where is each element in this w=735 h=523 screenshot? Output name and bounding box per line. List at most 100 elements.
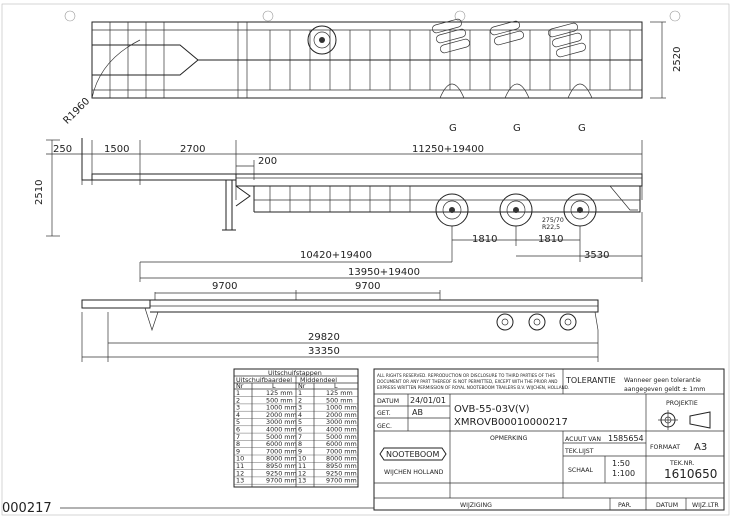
tolerantie-label: TOLERANTIE	[565, 376, 616, 385]
datum2-label: DATUM	[656, 502, 678, 509]
table-sub-nr-right: Nr	[298, 382, 306, 390]
rights-line-3: EXPRESS WRITTEN PERMISSION OF ROYAL NOOT…	[377, 385, 569, 390]
table-col-left: Uitschuifbaardeel	[236, 376, 292, 384]
table-cell: 125 mm	[326, 389, 353, 397]
dim-10420: 10420+19400	[300, 250, 372, 261]
table-cell: 11	[298, 462, 306, 470]
table-cell: 9	[236, 447, 240, 455]
rights-line-1: ALL RIGHTS RESERVED. REPRODUCTION OR DIS…	[377, 373, 555, 378]
dim-3530: 3530	[584, 250, 609, 261]
table-cell: 1000 mm	[326, 404, 357, 412]
table-col-right: Middendeel	[300, 376, 337, 384]
table-cell: 3	[298, 404, 302, 412]
title-block	[373, 368, 725, 511]
table-cell: 2000 mm	[266, 411, 297, 419]
schaal-label: SCHAAL	[568, 467, 594, 474]
ext-dim-29820: 29820	[308, 332, 340, 343]
table-cell: 1000 mm	[266, 404, 297, 412]
gec-label: GEC.	[377, 423, 392, 430]
footer-code: 000217	[2, 501, 52, 516]
axle-label-2: G	[513, 123, 521, 134]
table-cell: 7000 mm	[326, 447, 357, 455]
table-cell: 8	[298, 440, 302, 448]
table-cell: 2	[298, 396, 302, 404]
table-cell: 4000 mm	[326, 426, 357, 434]
table-cell: 6	[236, 426, 240, 434]
dim-2510: 2510	[34, 180, 45, 205]
table-cell: 2000 mm	[326, 411, 357, 419]
table-cell: 8950 mm	[326, 462, 357, 470]
projektie-label: PROJEKTIE	[666, 400, 698, 407]
wijz-ltr-label: WIJZ.LTR	[692, 502, 719, 509]
acuut-label: ACUUT VAN	[565, 436, 601, 443]
table-cell: 12	[236, 469, 244, 477]
ext-dim-33350: 33350	[308, 346, 340, 357]
table-cell: 5	[298, 418, 302, 426]
formaat-value: A3	[694, 442, 707, 453]
dim-2700: 2700	[180, 144, 205, 155]
table-cell: 5	[236, 418, 240, 426]
wijziging-label: WIJZIGING	[460, 502, 492, 509]
table-cell: 3000 mm	[326, 418, 357, 426]
spare-wheel-icon	[307, 25, 337, 55]
tek-nr-value: 1610650	[664, 467, 717, 481]
table-cell: 13	[236, 477, 244, 485]
dim-200: 200	[258, 156, 277, 167]
table-cell: 5000 mm	[266, 433, 297, 441]
table-cell: 1	[236, 389, 240, 397]
table-cell: 8950 mm	[266, 462, 297, 470]
table-cell: 9250 mm	[326, 469, 357, 477]
table-cell: 8000 mm	[266, 455, 297, 463]
dim-1810-b: 1810	[538, 234, 563, 245]
city-text: WIJCHEN HOLLAND	[384, 469, 444, 476]
acuut-value: 1585654	[608, 434, 644, 443]
table-cell: 11	[236, 462, 244, 470]
table-cell: 3	[236, 404, 240, 412]
get-label: GET.	[377, 410, 391, 417]
binder-holes	[64, 10, 681, 22]
table-cell: 125 mm	[266, 389, 293, 397]
formaat-label: FORMAAT	[650, 444, 680, 451]
axle-label-1: G	[449, 123, 457, 134]
table-cell: 6	[298, 426, 302, 434]
table-cell: 10	[236, 455, 244, 463]
table-title: Uitschuifstappen	[268, 369, 322, 377]
extended-view	[81, 290, 599, 362]
table-cell: 2	[236, 396, 240, 404]
tyre-size-1: 275/70	[542, 217, 564, 224]
table-cell: 3000 mm	[266, 418, 297, 426]
table-cell: 12	[298, 469, 306, 477]
dim-1810-a: 1810	[472, 234, 497, 245]
table-cell: 10	[298, 455, 306, 463]
dim-11250: 11250+19400	[412, 144, 484, 155]
datum-label: DATUM	[377, 398, 399, 405]
tyre-stacks-icon	[432, 18, 586, 58]
tek-lijst-label: TEK.LIJST	[564, 448, 594, 455]
datum-value: 24/01/01	[410, 396, 446, 405]
get-value: AB	[412, 408, 423, 417]
table-cell: 4	[298, 411, 302, 419]
table-cell: 6000 mm	[326, 440, 357, 448]
table-cell: 4	[236, 411, 240, 419]
side-view	[46, 138, 643, 282]
table-cell: 8000 mm	[326, 455, 357, 463]
dim-1500: 1500	[104, 144, 129, 155]
tolerantie-text-1: Wanneer geen tolerantie	[624, 377, 701, 384]
top-view	[91, 18, 666, 99]
table-sub-l-left: L	[272, 382, 276, 390]
table-cell: 9700 mm	[326, 477, 357, 485]
table-cell: 1	[298, 389, 302, 397]
table-cell: 13	[298, 477, 306, 485]
table-cell: 500 mm	[266, 396, 293, 404]
rights-line-2: DOCUMENT OR ANY PART THEREOF IS NOT PERM…	[377, 379, 558, 384]
sheet-border	[1, 3, 730, 516]
schaal-value-1: 1:50	[612, 459, 630, 468]
table-cell: 8	[236, 440, 240, 448]
table-cell: 6000 mm	[266, 440, 297, 448]
nooteboom-logo: NOOTEBOOM	[386, 450, 439, 459]
table-cell: 9250 mm	[266, 469, 297, 477]
table-sub-l-right: L	[334, 382, 338, 390]
table-cell: 5000 mm	[326, 433, 357, 441]
